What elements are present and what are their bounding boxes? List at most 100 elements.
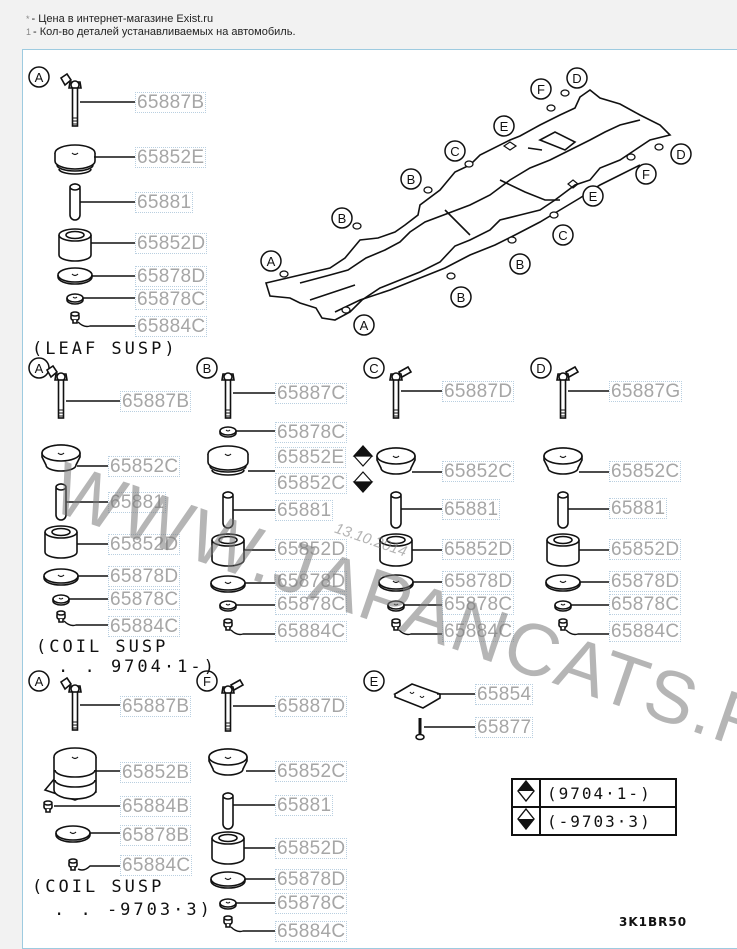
part-link[interactable]: 65852B [120,762,192,783]
part-link[interactable]: 65887D [275,696,348,717]
frame-callout-f-1[interactable] [530,78,552,100]
period-markers-group-b [352,445,374,493]
part-link[interactable]: 65852C [442,461,515,482]
part-link[interactable]: 65878C [442,594,515,615]
part-link[interactable]: 65884C [108,616,181,637]
frame-callouts [260,67,692,336]
svg-text:B: B [338,211,347,226]
part-link[interactable]: 65884B [120,796,192,817]
frame-callout-d-1[interactable] [566,67,588,89]
svg-text:D: D [676,147,685,162]
part-link[interactable]: 65878B [120,825,192,846]
part-link[interactable]: 65878D [609,571,682,592]
group-e-drawing [393,683,475,741]
part-link[interactable]: 65881 [275,500,334,521]
part-link[interactable]: 65878C [275,422,348,443]
frame-callout-b-1[interactable] [331,207,353,229]
frame-mount-points [279,89,664,314]
part-link[interactable]: 65878C [275,594,348,615]
part-link[interactable]: 65854 [475,684,534,705]
part-link[interactable]: 65884C [609,621,682,642]
period-legend-row: (9704·1-) [511,778,677,808]
frame-callout-e-2[interactable] [582,185,604,207]
part-link[interactable]: 65884C [135,316,208,337]
frame-callout-b-3[interactable] [509,253,531,275]
part-link[interactable]: 65852D [275,838,348,859]
part-link[interactable]: 65884C [442,621,515,642]
part-link[interactable]: 65878C [275,893,348,914]
period-legend-text: (-9703·3) [539,806,677,836]
caption-leaf-susp: (LEAF SUSP) [32,339,178,359]
part-link[interactable]: 65881 [442,499,501,520]
svg-text:A: A [360,318,369,333]
part-link[interactable]: 65887D [442,381,515,402]
part-link[interactable]: 65852C [108,456,181,477]
part-link[interactable]: 65878D [275,869,348,890]
part-link[interactable]: 65884C [120,855,193,876]
svg-text:F: F [642,167,650,182]
frame-callout-a-left[interactable] [260,250,282,272]
part-link[interactable]: 65852C [275,761,348,782]
part-link[interactable]: 65852C [275,473,348,494]
part-link[interactable]: 65877 [475,717,534,738]
part-link[interactable]: 65881 [108,492,167,513]
period-legend-table: (9704·1-) (-9703·3) [511,778,677,836]
part-link[interactable]: 65887B [135,92,207,113]
part-link[interactable]: 65878D [108,566,181,587]
part-link[interactable]: 65881 [275,795,334,816]
part-link[interactable]: 65878C [609,594,682,615]
svg-text:C: C [558,228,567,243]
superscript-one-mark: 1 [26,27,32,37]
svg-text:B: B [516,257,525,272]
part-link[interactable]: 65878C [108,589,181,610]
part-link[interactable]: 65887B [120,696,192,717]
svg-text:F: F [537,82,545,97]
part-link[interactable]: 65884C [275,921,348,942]
caption-coil-susp-new-line1: (COIL SUSP [36,637,169,657]
part-link[interactable]: 65852E [275,447,347,468]
part-link[interactable]: 65887B [120,391,192,412]
frame-callout-c-2[interactable] [552,224,574,246]
price-legend: *- Цена в интернет-магазине Exist.ru 1- … [26,13,296,39]
part-link[interactable]: 65878D [135,266,208,287]
part-link[interactable]: 65887C [275,383,348,404]
frame-callout-a-bottom[interactable] [353,314,375,336]
part-link[interactable]: 65881 [609,498,668,519]
part-link[interactable]: 65878D [275,571,348,592]
frame-callout-b-4[interactable] [450,286,472,308]
caption-coil-susp-new-line2: . . 9704·1-) [58,657,217,677]
frame-callout-e-1[interactable] [493,115,515,137]
legend-price-row: *- Цена в интернет-магазине Exist.ru [26,13,296,26]
part-link[interactable]: 65852C [609,461,682,482]
part-link[interactable]: 65852D [135,233,208,254]
frame-callout-d-2[interactable] [670,143,692,165]
caption-coil-susp-old-line2: . . -9703·3) [54,900,213,920]
group-coil-old-a-drawing [43,677,120,871]
part-link[interactable]: 65887G [609,381,683,402]
frame-callout-c-1[interactable] [444,140,466,162]
legend-qty-text: - Кол-во деталей устанавливаемых на авто… [33,26,296,38]
group-d-drawing [543,366,609,636]
part-link[interactable]: 65852D [108,534,181,555]
svg-text:B: B [407,172,416,187]
part-link[interactable]: 65881 [135,192,194,213]
part-link[interactable]: 65884C [275,621,348,642]
part-link[interactable]: 65878C [135,289,208,310]
part-link[interactable]: 65878D [442,571,515,592]
frame-callout-b-2[interactable] [400,168,422,190]
legend-price-text: - Цена в интернет-магазине Exist.ru [31,13,214,25]
diamond-bottom-filled-icon [511,806,541,836]
part-link[interactable]: 65852D [609,539,682,560]
frame-callout-f-2[interactable] [635,163,657,185]
group-b-drawing [207,372,275,636]
part-link[interactable]: 65852E [135,147,207,168]
group-coil-new-a-drawing [41,365,120,627]
group-f-drawing [208,679,275,933]
group-letter-c: C [369,361,378,376]
frame-callout-letters: A A B B B B C C D D E E F F [267,71,686,333]
part-link[interactable]: 65852D [442,539,515,560]
part-link[interactable]: 65852D [275,539,348,560]
svg-text:E: E [589,189,598,204]
group-letter-e: E [370,674,379,689]
